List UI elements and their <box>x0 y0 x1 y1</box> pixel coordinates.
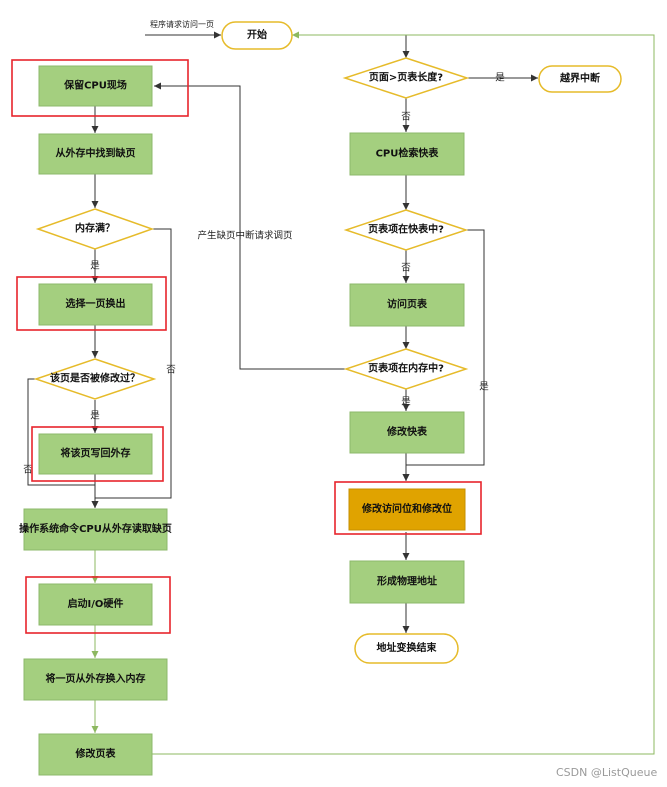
phys-addr-label: 形成物理地址 <box>377 575 437 588</box>
edge-labels: 程序请求访问一页 是 否 否 是 是 产生缺页中断请求调页 是 否 是 否 <box>23 19 505 476</box>
start-io-box <box>38 583 153 626</box>
decision-mem-full-label: 内存满？ <box>75 222 115 235</box>
save-state-box <box>38 65 153 107</box>
modify-bits-box <box>348 488 466 531</box>
modify-tlb-box <box>349 411 465 454</box>
find-page-label: 从外存中找到缺页 <box>56 147 136 160</box>
end-terminal <box>354 633 459 664</box>
modify-pt-label: 修改页表 <box>75 747 117 760</box>
start-terminal <box>221 21 293 50</box>
write-back-node: 将该页写回外存 <box>31 426 164 482</box>
modify-tlb-node: 修改快表 <box>349 411 465 454</box>
swap-in-node: 将一页从外存换入内存 <box>23 658 168 701</box>
swap-in-label: 将一页从外存换入内存 <box>46 672 146 685</box>
decision-page-bounds: 页面>页表长度? <box>342 57 470 99</box>
start-node: 开始 <box>221 21 293 50</box>
decision-modified-shape <box>33 358 157 400</box>
edge-start-to-check <box>292 34 410 58</box>
phys-addr-node: 形成物理地址 <box>349 560 465 604</box>
access-pt-node: 访问页表 <box>349 283 465 327</box>
label-full-no: 否 <box>166 365 176 376</box>
select-page-highlight <box>16 276 167 331</box>
access-pt-box <box>349 283 465 327</box>
select-page-node: 选择一页换出 <box>16 276 167 331</box>
label-bound-yes: 是 <box>495 73 505 84</box>
decision-in-memory-label: 页表项在内存中? <box>368 362 444 375</box>
decision-modified: 该页是否被修改过？ <box>33 358 157 400</box>
cpu-tlb-node: CPU检索快表 <box>349 132 465 176</box>
edge-mem-no <box>154 82 346 370</box>
save-state-highlight <box>11 59 189 117</box>
access-pt-label: 访问页表 <box>387 298 428 311</box>
start-io-node: 启动I/O硬件 <box>25 576 171 634</box>
write-back-label: 将该页写回外存 <box>61 447 131 460</box>
os-read-label: 操作系统命令CPU从外存读取缺页 <box>19 522 172 535</box>
modify-pt-box <box>38 733 153 776</box>
out-of-bounds-terminal <box>538 65 622 93</box>
edge-mod-no <box>27 378 95 486</box>
label-full-yes: 是 <box>90 261 100 272</box>
modify-tlb-label: 修改快表 <box>386 425 428 438</box>
watermark: CSDN @ListQueue <box>556 766 657 779</box>
modify-bits-node: 修改访问位和修改位 <box>334 481 482 535</box>
select-page-box <box>38 283 153 326</box>
start-label: 开始 <box>247 28 267 41</box>
decision-mem-full-shape <box>35 208 155 250</box>
cpu-tlb-box <box>349 132 465 176</box>
write-back-highlight <box>31 426 164 482</box>
find-page-node: 从外存中找到缺页 <box>38 133 153 175</box>
decision-in-tlb-shape <box>343 209 469 251</box>
os-read-box <box>23 508 168 551</box>
label-mod-no: 否 <box>23 465 33 476</box>
out-of-bounds-label: 越界中断 <box>559 72 600 85</box>
modify-bits-label: 修改访问位和修改位 <box>361 502 452 515</box>
modify-pt-node: 修改页表 <box>38 733 153 776</box>
save-state-node: 保留CPU现场 <box>11 59 189 117</box>
label-tlb-no: 否 <box>401 263 411 274</box>
find-page-box <box>38 133 153 175</box>
entry-label: 程序请求访问一页 <box>150 19 214 29</box>
decision-page-bounds-label: 页面>页表长度? <box>369 71 443 84</box>
label-mem-yes: 是 <box>401 397 411 408</box>
decision-modified-label: 该页是否被修改过？ <box>50 372 140 385</box>
swap-in-box <box>23 658 168 701</box>
out-of-bounds-node: 越界中断 <box>538 65 622 93</box>
edge-loop-back <box>152 31 655 755</box>
label-mod-yes: 是 <box>90 411 100 422</box>
label-bound-no: 否 <box>401 112 411 123</box>
write-back-box <box>38 433 153 475</box>
label-tlb-yes: 是 <box>479 382 489 393</box>
start-io-highlight <box>25 576 171 634</box>
modify-bits-highlight <box>334 481 482 535</box>
cpu-tlb-label: CPU检索快表 <box>376 147 440 160</box>
end-node: 地址变换结束 <box>354 633 459 664</box>
decision-mem-full: 内存满？ <box>35 208 155 250</box>
select-page-label: 选择一页换出 <box>66 297 126 310</box>
decision-in-tlb-label: 页表项在快表中? <box>368 223 444 236</box>
os-read-node: 操作系统命令CPU从外存读取缺页 <box>19 508 172 551</box>
decision-in-tlb: 页表项在快表中? <box>343 209 469 251</box>
start-io-label: 启动I/O硬件 <box>68 597 124 610</box>
edges <box>27 31 655 755</box>
end-label: 地址变换结束 <box>377 641 438 654</box>
decision-in-memory: 页表项在内存中? <box>343 348 469 390</box>
label-page-fault: 产生缺页中断请求调页 <box>197 230 292 242</box>
decision-in-memory-shape <box>343 348 469 390</box>
save-state-label: 保留CPU现场 <box>63 79 127 92</box>
decision-page-bounds-shape <box>342 57 470 99</box>
phys-addr-box <box>349 560 465 604</box>
